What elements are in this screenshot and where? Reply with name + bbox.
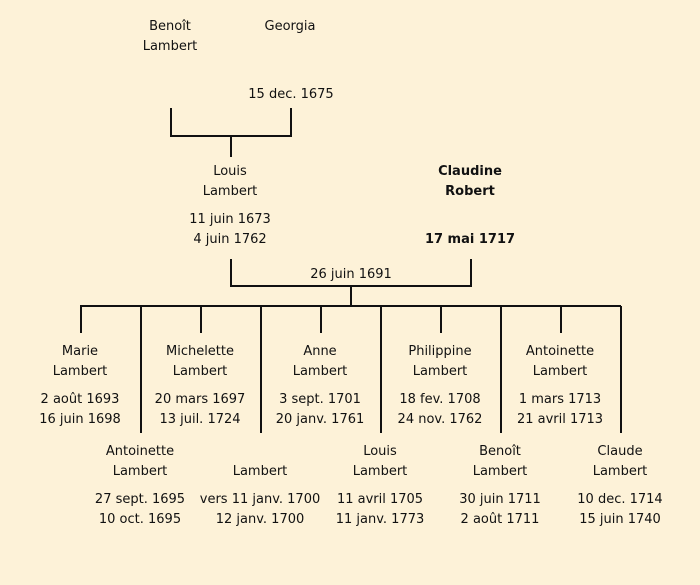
child-card[interactable]: Claude Lambert 10 dec. 1714 15 juin 1740: [560, 442, 680, 530]
person-dates: 1 mars 1713 21 avril 1713: [500, 390, 620, 430]
person-father[interactable]: Louis Lambert 11 juin 1673 4 juin 1762: [170, 162, 290, 250]
person-name-last: Lambert: [412, 364, 468, 379]
person-dates: 18 fev. 1708 24 nov. 1762: [380, 390, 500, 430]
person-dates: 20 mars 1697 13 juil. 1724: [140, 390, 260, 430]
child-card[interactable]: Lambert vers 11 janv. 1700 12 janv. 1700: [195, 462, 325, 530]
birth-date: 3 sept. 1701: [279, 392, 361, 407]
person-name-last: Lambert: [472, 464, 528, 479]
person-name-first: Anne: [303, 344, 337, 359]
death-date: 24 nov. 1762: [397, 412, 483, 427]
birth-date: vers 11 janv. 1700: [199, 492, 321, 507]
person-grandfather[interactable]: Benoît Lambert: [110, 17, 230, 57]
child-card[interactable]: Philippine Lambert 18 fev. 1708 24 nov. …: [380, 342, 500, 430]
person-name-last: Robert: [445, 184, 495, 199]
person-name-first: Philippine: [408, 344, 472, 359]
person-name-first: Louis: [213, 164, 247, 179]
death-date: 16 juin 1698: [39, 412, 121, 427]
grandparents-marriage-date: 15 dec. 1675: [248, 87, 334, 102]
person-name-first: Claudine: [438, 164, 502, 179]
birth-date: 30 juin 1711: [459, 492, 541, 507]
person-name-last: Lambert: [112, 464, 168, 479]
person-dates: 11 avril 1705 11 janv. 1773: [320, 490, 440, 530]
person-name-first: Georgia: [264, 19, 316, 34]
death-date: 13 juil. 1724: [159, 412, 241, 427]
person-name-last: Lambert: [202, 184, 258, 199]
parents-marriage-date: 26 juin 1691: [310, 267, 392, 282]
person-name-first: Benoît: [149, 19, 191, 34]
birth-date: 20 mars 1697: [154, 392, 246, 407]
death-date: 10 oct. 1695: [98, 512, 182, 527]
person-dates: 2 août 1693 16 juin 1698: [20, 390, 140, 430]
person-name-first: Louis: [363, 444, 397, 459]
birth-date: 27 sept. 1695: [94, 492, 186, 507]
person-name-first: Marie: [61, 344, 99, 359]
child-card[interactable]: Michelette Lambert 20 mars 1697 13 juil.…: [140, 342, 260, 430]
grandparents-bracket: [170, 108, 292, 137]
child-card[interactable]: Anne Lambert 3 sept. 1701 20 janv. 1761: [260, 342, 380, 430]
birth-date: 1 mars 1713: [518, 392, 602, 407]
death-date: 11 janv. 1773: [335, 512, 425, 527]
person-name-first: Antoinette: [525, 344, 595, 359]
death-date: 2 août 1711: [460, 512, 540, 527]
person-name-first: Benoît: [479, 444, 521, 459]
death-date: 21 avril 1713: [516, 412, 604, 427]
person-dates: 10 dec. 1714 15 juin 1740: [560, 490, 680, 530]
death-date: 20 janv. 1761: [275, 412, 365, 427]
child-card[interactable]: Marie Lambert 2 août 1693 16 juin 1698: [20, 342, 140, 430]
person-dates: 17 mai 1717: [410, 230, 530, 250]
person-name-last: Lambert: [232, 464, 288, 479]
person-mother[interactable]: Claudine Robert 17 mai 1717: [410, 162, 530, 250]
birth-date: 2 août 1693: [40, 392, 120, 407]
child-card[interactable]: Antoinette Lambert 27 sept. 1695 10 oct.…: [80, 442, 200, 530]
person-dates: vers 11 janv. 1700 12 janv. 1700: [195, 490, 325, 530]
death-date: 12 janv. 1700: [215, 512, 305, 527]
child-card[interactable]: Benoît Lambert 30 juin 1711 2 août 1711: [440, 442, 560, 530]
person-name-first: Claude: [597, 444, 643, 459]
person-grandmother[interactable]: Georgia: [230, 17, 350, 37]
person-name-last: Lambert: [592, 464, 648, 479]
person-name-last: Lambert: [142, 39, 198, 54]
person-dates: 27 sept. 1695 10 oct. 1695: [80, 490, 200, 530]
person-name-last: Lambert: [52, 364, 108, 379]
person-name-last: Lambert: [352, 464, 408, 479]
person-dates: 30 juin 1711 2 août 1711: [440, 490, 560, 530]
death-date: 15 juin 1740: [579, 512, 661, 527]
birth-date: 11 juin 1673: [189, 212, 271, 227]
child-card[interactable]: Antoinette Lambert 1 mars 1713 21 avril …: [500, 342, 620, 430]
person-name-last: Lambert: [532, 364, 588, 379]
person-name-first: Michelette: [165, 344, 234, 359]
death-date: 4 juin 1762: [193, 232, 267, 247]
birth-date: 18 fev. 1708: [399, 392, 481, 407]
person-name-first: Antoinette: [105, 444, 175, 459]
birth-date: 11 avril 1705: [336, 492, 424, 507]
child-card[interactable]: Louis Lambert 11 avril 1705 11 janv. 177…: [320, 442, 440, 530]
person-name-last: Lambert: [172, 364, 228, 379]
person-dates: 3 sept. 1701 20 janv. 1761: [260, 390, 380, 430]
person-dates: 11 juin 1673 4 juin 1762: [170, 210, 290, 250]
person-name-last: Lambert: [292, 364, 348, 379]
birth-date: 10 dec. 1714: [577, 492, 663, 507]
death-date: 17 mai 1717: [424, 232, 516, 247]
